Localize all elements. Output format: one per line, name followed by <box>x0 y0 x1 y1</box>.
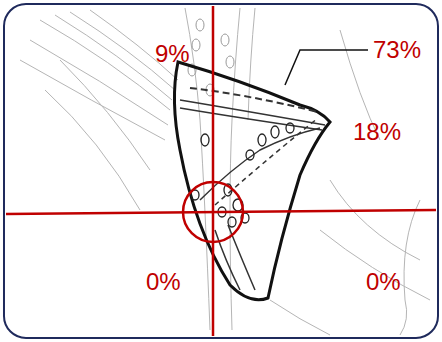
percentage-label: 9% <box>155 42 190 66</box>
axis-line <box>6 210 436 214</box>
percentage-label: 18% <box>353 120 401 144</box>
percentage-label: 73% <box>373 38 421 62</box>
frame <box>4 4 438 338</box>
lymph-nodes <box>188 19 234 96</box>
dashed-line <box>190 88 318 112</box>
axillary-region-outline <box>174 62 330 300</box>
percentage-label: 0% <box>146 270 181 294</box>
vessels <box>180 100 325 290</box>
muscle-lines <box>20 8 430 335</box>
target-circle <box>183 182 243 242</box>
axis-line <box>212 6 215 336</box>
leader-line <box>285 50 368 85</box>
dashed-line <box>215 118 318 205</box>
percentage-label: 0% <box>366 270 401 294</box>
